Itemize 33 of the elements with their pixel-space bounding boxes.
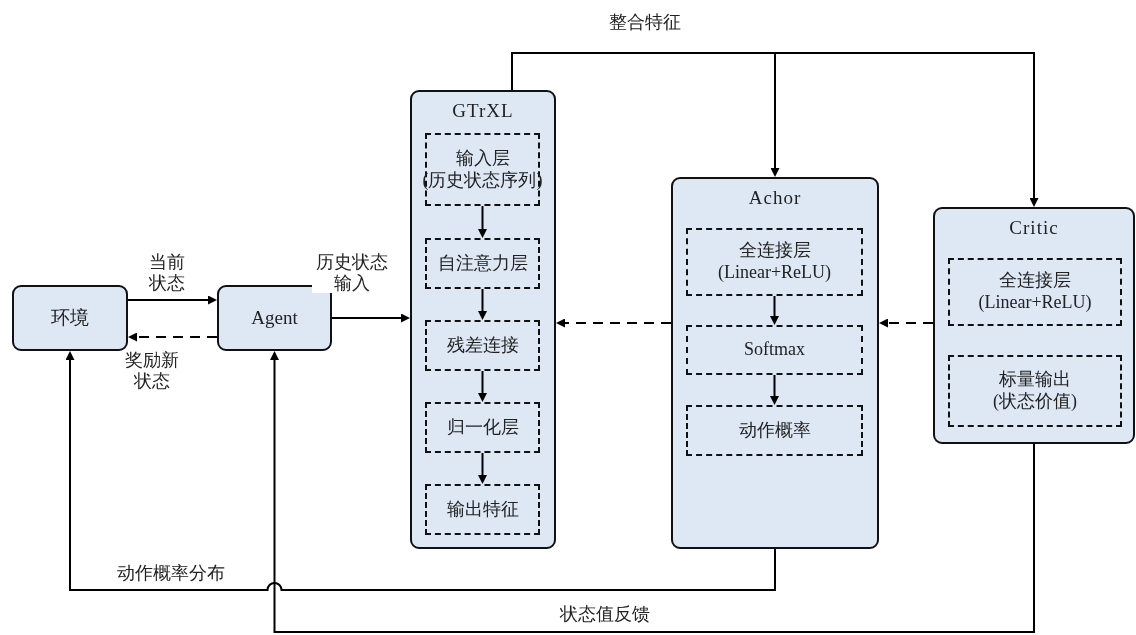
arrow [478, 205, 487, 238]
arrow [65, 351, 776, 591]
arrow [879, 318, 934, 328]
layer-box: 标量输出 (状态价值) [948, 355, 1122, 427]
arrow [127, 295, 217, 305]
module-panel [410, 90, 556, 549]
module-panel [671, 177, 879, 549]
arrow [556, 318, 672, 328]
process-box: 环境 [12, 285, 128, 351]
arrow [270, 351, 1035, 633]
arrow [478, 452, 487, 484]
panel-title: GTrXL [451, 100, 515, 122]
layer-box: 输入层 (历史状态序列) [425, 133, 540, 206]
layer-box: Softmax [686, 325, 863, 375]
arrow [478, 370, 487, 402]
layer-box: 全连接层 (Linear+ReLU) [686, 228, 863, 296]
arrow [331, 313, 410, 323]
layer-box: 全连接层 (Linear+ReLU) [948, 258, 1122, 326]
module-panel [933, 207, 1135, 444]
layer-box: 输出特征 [425, 484, 540, 535]
arrow [770, 374, 779, 405]
layer-box: 自注意力层 [425, 238, 540, 289]
arrow [770, 295, 779, 325]
edge-label: 奖励新状态 [122, 350, 182, 392]
arrow [128, 332, 218, 342]
layer-box: 残差连接 [425, 320, 540, 371]
arrow [511, 52, 1039, 207]
arrow [478, 288, 487, 320]
layer-box: 归一化层 [425, 402, 540, 453]
panel-title: Achor [747, 187, 803, 209]
layer-box: 动作概率 [686, 405, 863, 456]
process-box: Agent [217, 285, 332, 351]
panel-title: Critic [1008, 217, 1060, 239]
